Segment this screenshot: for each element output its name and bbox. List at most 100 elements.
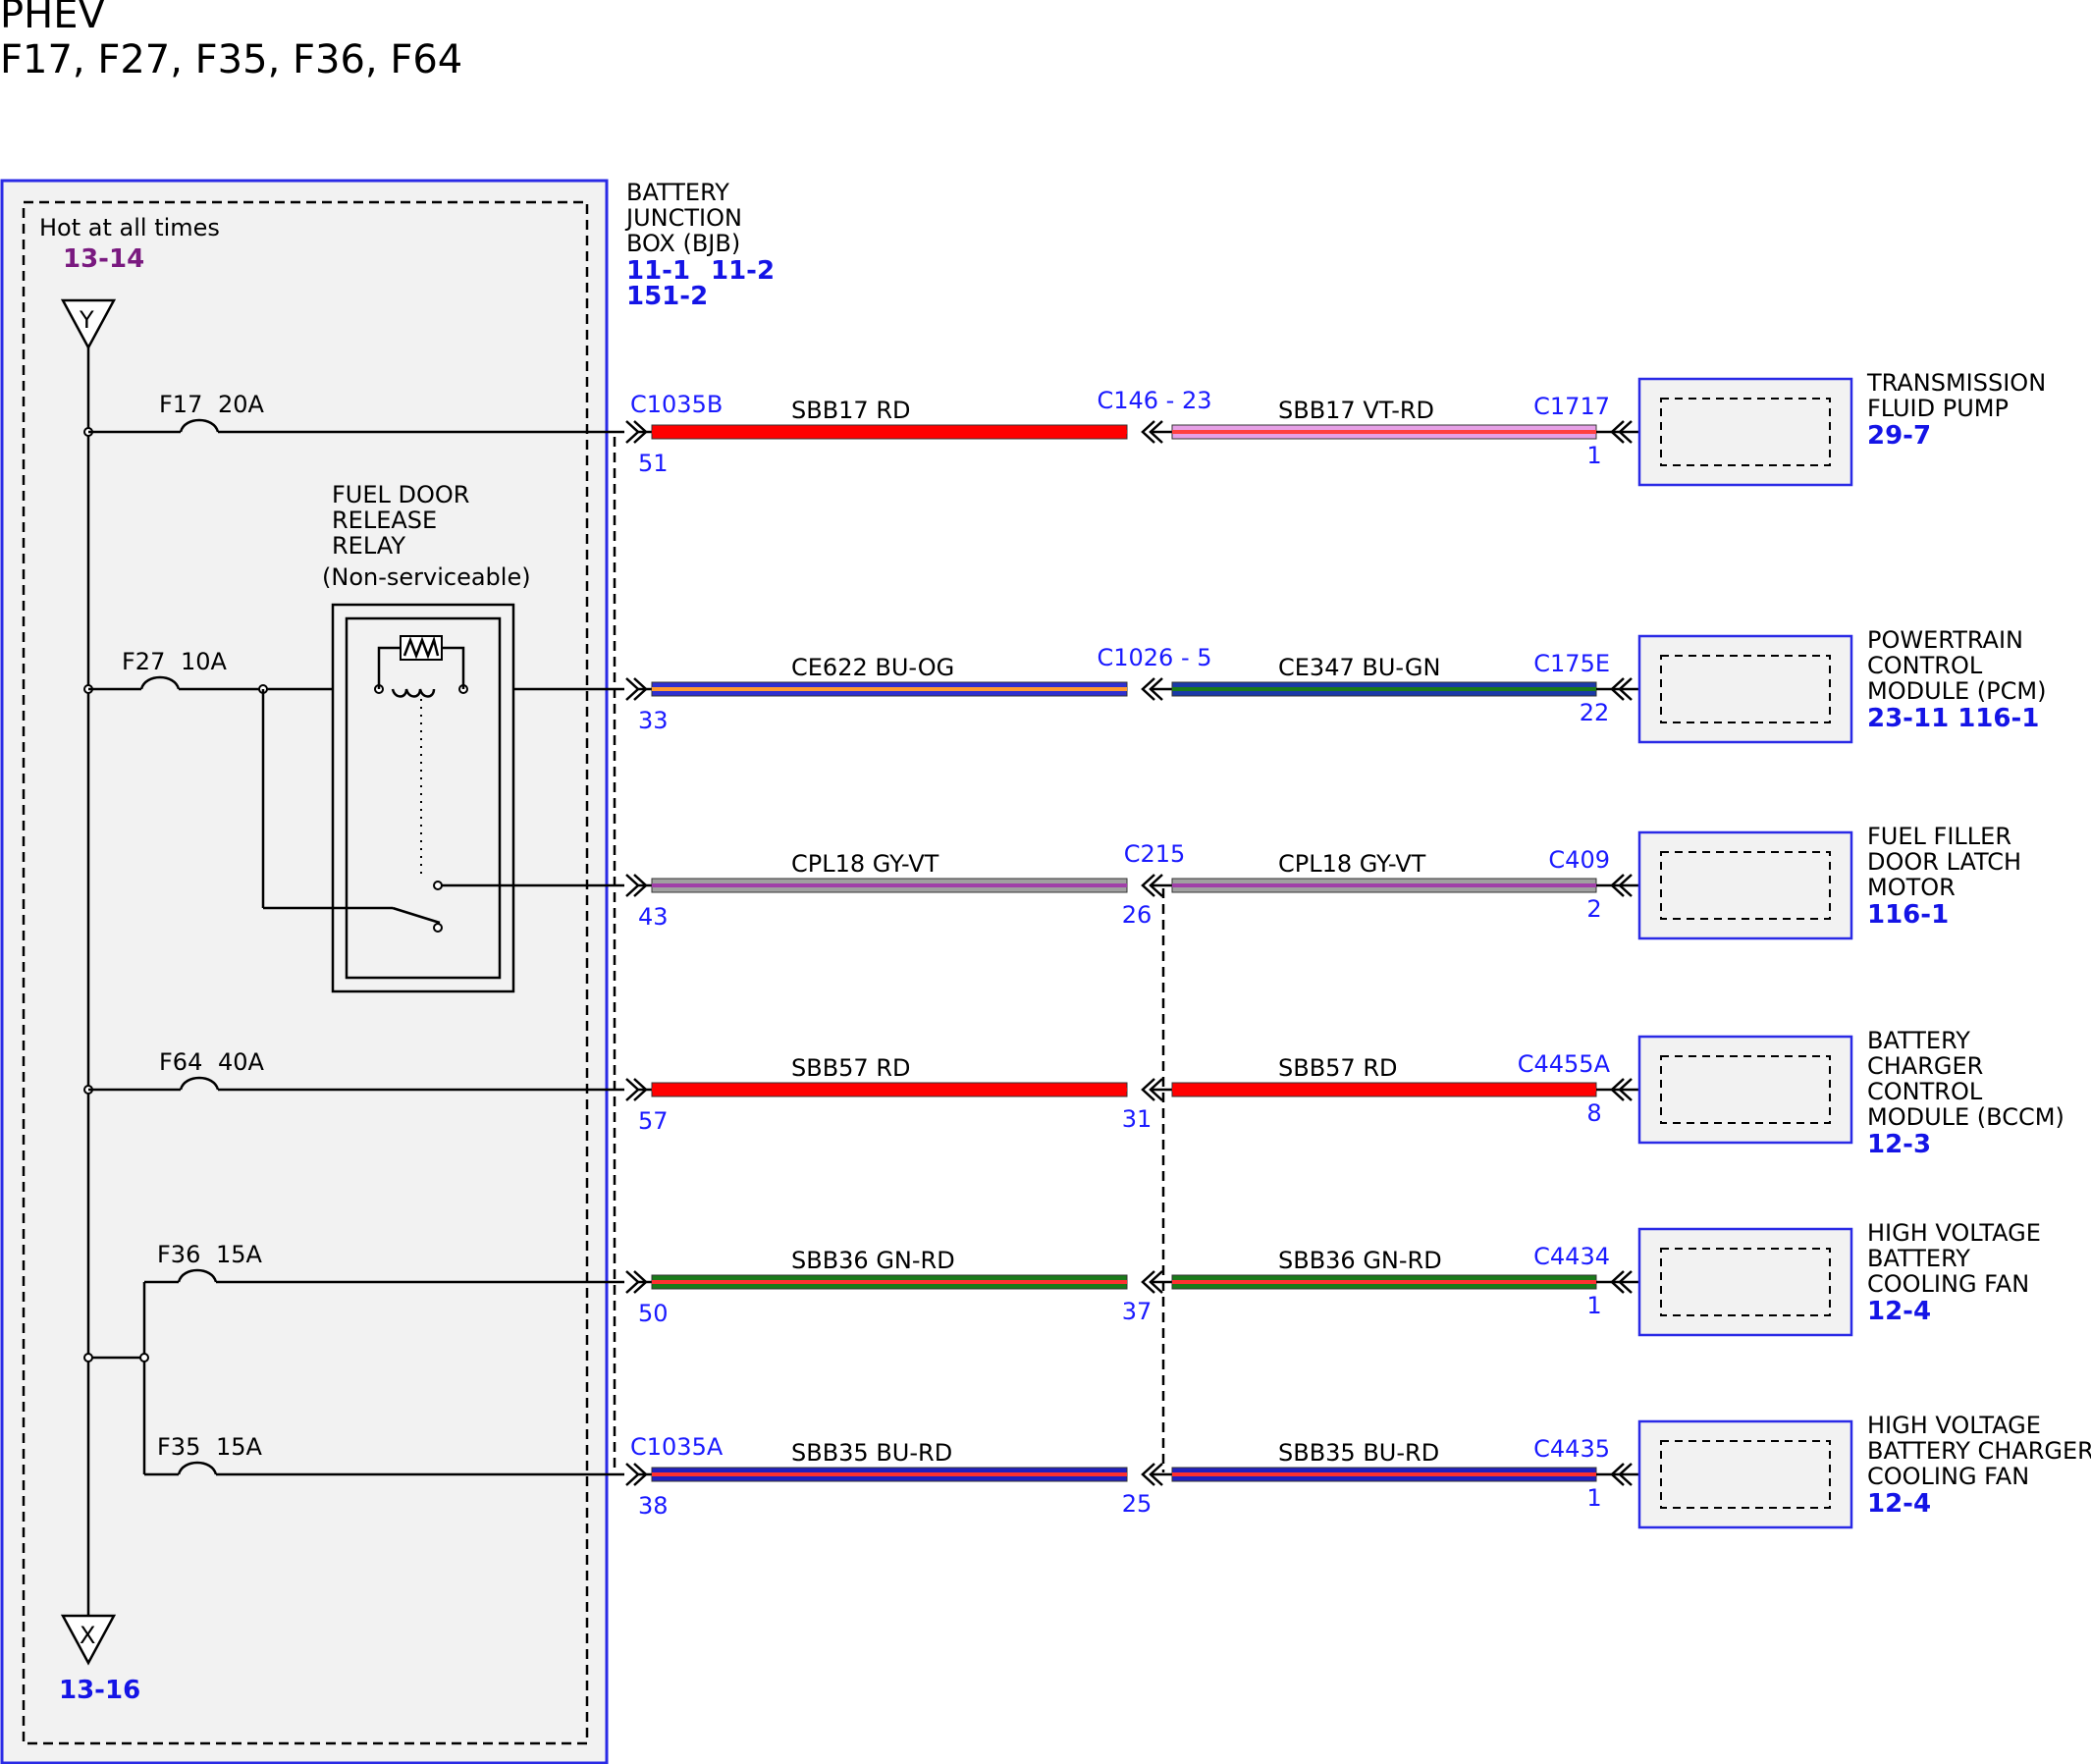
component-connector-arrow (1610, 1463, 1633, 1486)
component-pin: 1 (1586, 442, 1601, 469)
component-name-line: HIGH VOLTAGE (1867, 1219, 2041, 1247)
left-wire-label: SBB35 BU-RD (791, 1439, 952, 1467)
component-name-line: MODULE (BCCM) (1867, 1103, 2064, 1131)
left-wire (651, 878, 1128, 893)
inline-connector-id[interactable]: C215 (1124, 840, 1186, 868)
component-connector-id[interactable]: C409 (1548, 846, 1610, 874)
fuse-f35-rating: 15A (216, 1433, 263, 1461)
title-line2: F17, F27, F35, F36, F64 (0, 37, 462, 82)
component-ref[interactable]: 29-7 (1867, 421, 1931, 451)
right-wire-label: SBB57 RD (1278, 1054, 1398, 1082)
component-connector-id[interactable]: C175E (1533, 650, 1610, 677)
component-name-line: MODULE (PCM) (1867, 677, 2046, 705)
component-box[interactable] (1637, 1227, 1853, 1337)
component-dashed-box (1660, 655, 1831, 723)
left-wire-label: CE622 BU-OG (791, 654, 954, 681)
component-name-line: MOTOR (1867, 874, 1956, 901)
component-ref[interactable]: 12-3 (1867, 1130, 1931, 1159)
relay-label-line3: RELAY (332, 532, 405, 560)
component-connector-id[interactable]: C4435 (1533, 1435, 1610, 1463)
component-pin: 1 (1586, 1292, 1601, 1319)
component-name-line: CONTROL (1867, 1078, 1983, 1105)
fuse-f35-name: F35 (157, 1433, 200, 1461)
inline-pin: 31 (1122, 1105, 1153, 1133)
component-connector-arrow (1610, 1078, 1633, 1101)
component-connector-arrow (1610, 874, 1633, 897)
component-pin: 2 (1586, 895, 1601, 923)
left-wire-label: SBB36 GN-RD (791, 1247, 955, 1274)
component-connector-id[interactable]: C4455A (1518, 1050, 1611, 1078)
component-name-line: COOLING FAN (1867, 1463, 2029, 1490)
left-wire-label: SBB57 RD (791, 1054, 911, 1082)
left-wire (651, 1274, 1128, 1290)
inline-connector-id[interactable]: C146 - 23 (1097, 387, 1211, 414)
bottom-ref[interactable]: 13-16 (59, 1676, 140, 1705)
fuse-f36: F36 15A (144, 1241, 624, 1284)
inline-pin: 25 (1122, 1490, 1153, 1518)
component-ref[interactable]: 116-1 (1867, 900, 1949, 930)
right-wire (1171, 681, 1597, 697)
component-ref[interactable]: 12-4 (1867, 1489, 1931, 1519)
component-connector-id[interactable]: C4434 (1533, 1243, 1610, 1270)
component-box[interactable] (1637, 1035, 1853, 1145)
component-name-line: CONTROL (1867, 652, 1983, 679)
component-name-line: BATTERY (1867, 1027, 1970, 1054)
fuse-f17-name: F17 (159, 391, 202, 418)
left-wire (651, 424, 1128, 440)
component-box[interactable] (1637, 377, 1853, 487)
right-wire-label: CE347 BU-GN (1278, 654, 1440, 681)
fuse-f36-rating: 15A (216, 1241, 263, 1268)
right-wire (1171, 1274, 1597, 1290)
fuse-f17-rating: 20A (218, 391, 265, 418)
component-box[interactable] (1637, 1419, 1853, 1529)
node-y-triangle (60, 298, 117, 350)
bjb-connector-id[interactable]: C1035A (630, 1433, 724, 1461)
component-name-line: TRANSMISSION (1866, 369, 2046, 397)
component-pin: 1 (1586, 1484, 1601, 1512)
right-wire (1171, 424, 1597, 440)
component-box[interactable] (1637, 830, 1853, 940)
relay-label-line2: RELEASE (332, 507, 437, 534)
inline-connector-id[interactable]: C1026 - 5 (1097, 644, 1211, 671)
branch-splice (139, 1353, 149, 1363)
title-line1: PHEV (0, 0, 105, 37)
bjb-box (0, 179, 609, 1764)
component-name-line: POWERTRAIN (1867, 626, 2023, 654)
left-wire-label: CPL18 GY-VT (791, 850, 939, 878)
left-wire (651, 1467, 1128, 1482)
bjb-ref-3[interactable]: 151-2 (626, 282, 708, 311)
component-name-line: DOOR LATCH (1867, 848, 2021, 876)
relay-label-line1: FUEL DOOR (332, 481, 469, 508)
hot-ref[interactable]: 13-14 (63, 244, 144, 274)
component-ref[interactable]: 23-11 116-1 (1867, 704, 2039, 733)
inline-pin: 26 (1122, 901, 1153, 929)
component-connector-arrow (1610, 677, 1633, 701)
component-name-line: HIGH VOLTAGE (1867, 1412, 2041, 1439)
component-connector-arrow (1610, 420, 1633, 444)
bjb-pin: 33 (638, 707, 669, 734)
bjb-pin: 57 (638, 1107, 669, 1135)
bjb-label-line3: BOX (BJB) (626, 230, 740, 257)
component-connector-arrow (1610, 1270, 1633, 1294)
component-box[interactable] (1637, 634, 1853, 744)
left-wire (651, 681, 1128, 697)
node-x-label: X (80, 1622, 95, 1649)
fuse-f35: F35 15A (144, 1433, 624, 1476)
fuse-f17: F17 20A (83, 391, 624, 437)
component-ref[interactable]: 12-4 (1867, 1297, 1931, 1326)
bjb-ref-2[interactable]: 11-2 (711, 256, 775, 286)
bjb-connector-id[interactable]: C1035B (630, 391, 723, 418)
right-wire (1171, 1467, 1597, 1482)
component-connector-id[interactable]: C1717 (1533, 393, 1610, 420)
bjb-pin: 50 (638, 1300, 669, 1327)
bjb-ref-1[interactable]: 11-1 (626, 256, 690, 286)
component-name-line: BATTERY CHARGER (1867, 1437, 2091, 1465)
fuse-f64: F64 40A (83, 1048, 624, 1095)
right-wire-label: SBB35 BU-RD (1278, 1439, 1439, 1467)
component-dashed-box (1660, 851, 1831, 920)
